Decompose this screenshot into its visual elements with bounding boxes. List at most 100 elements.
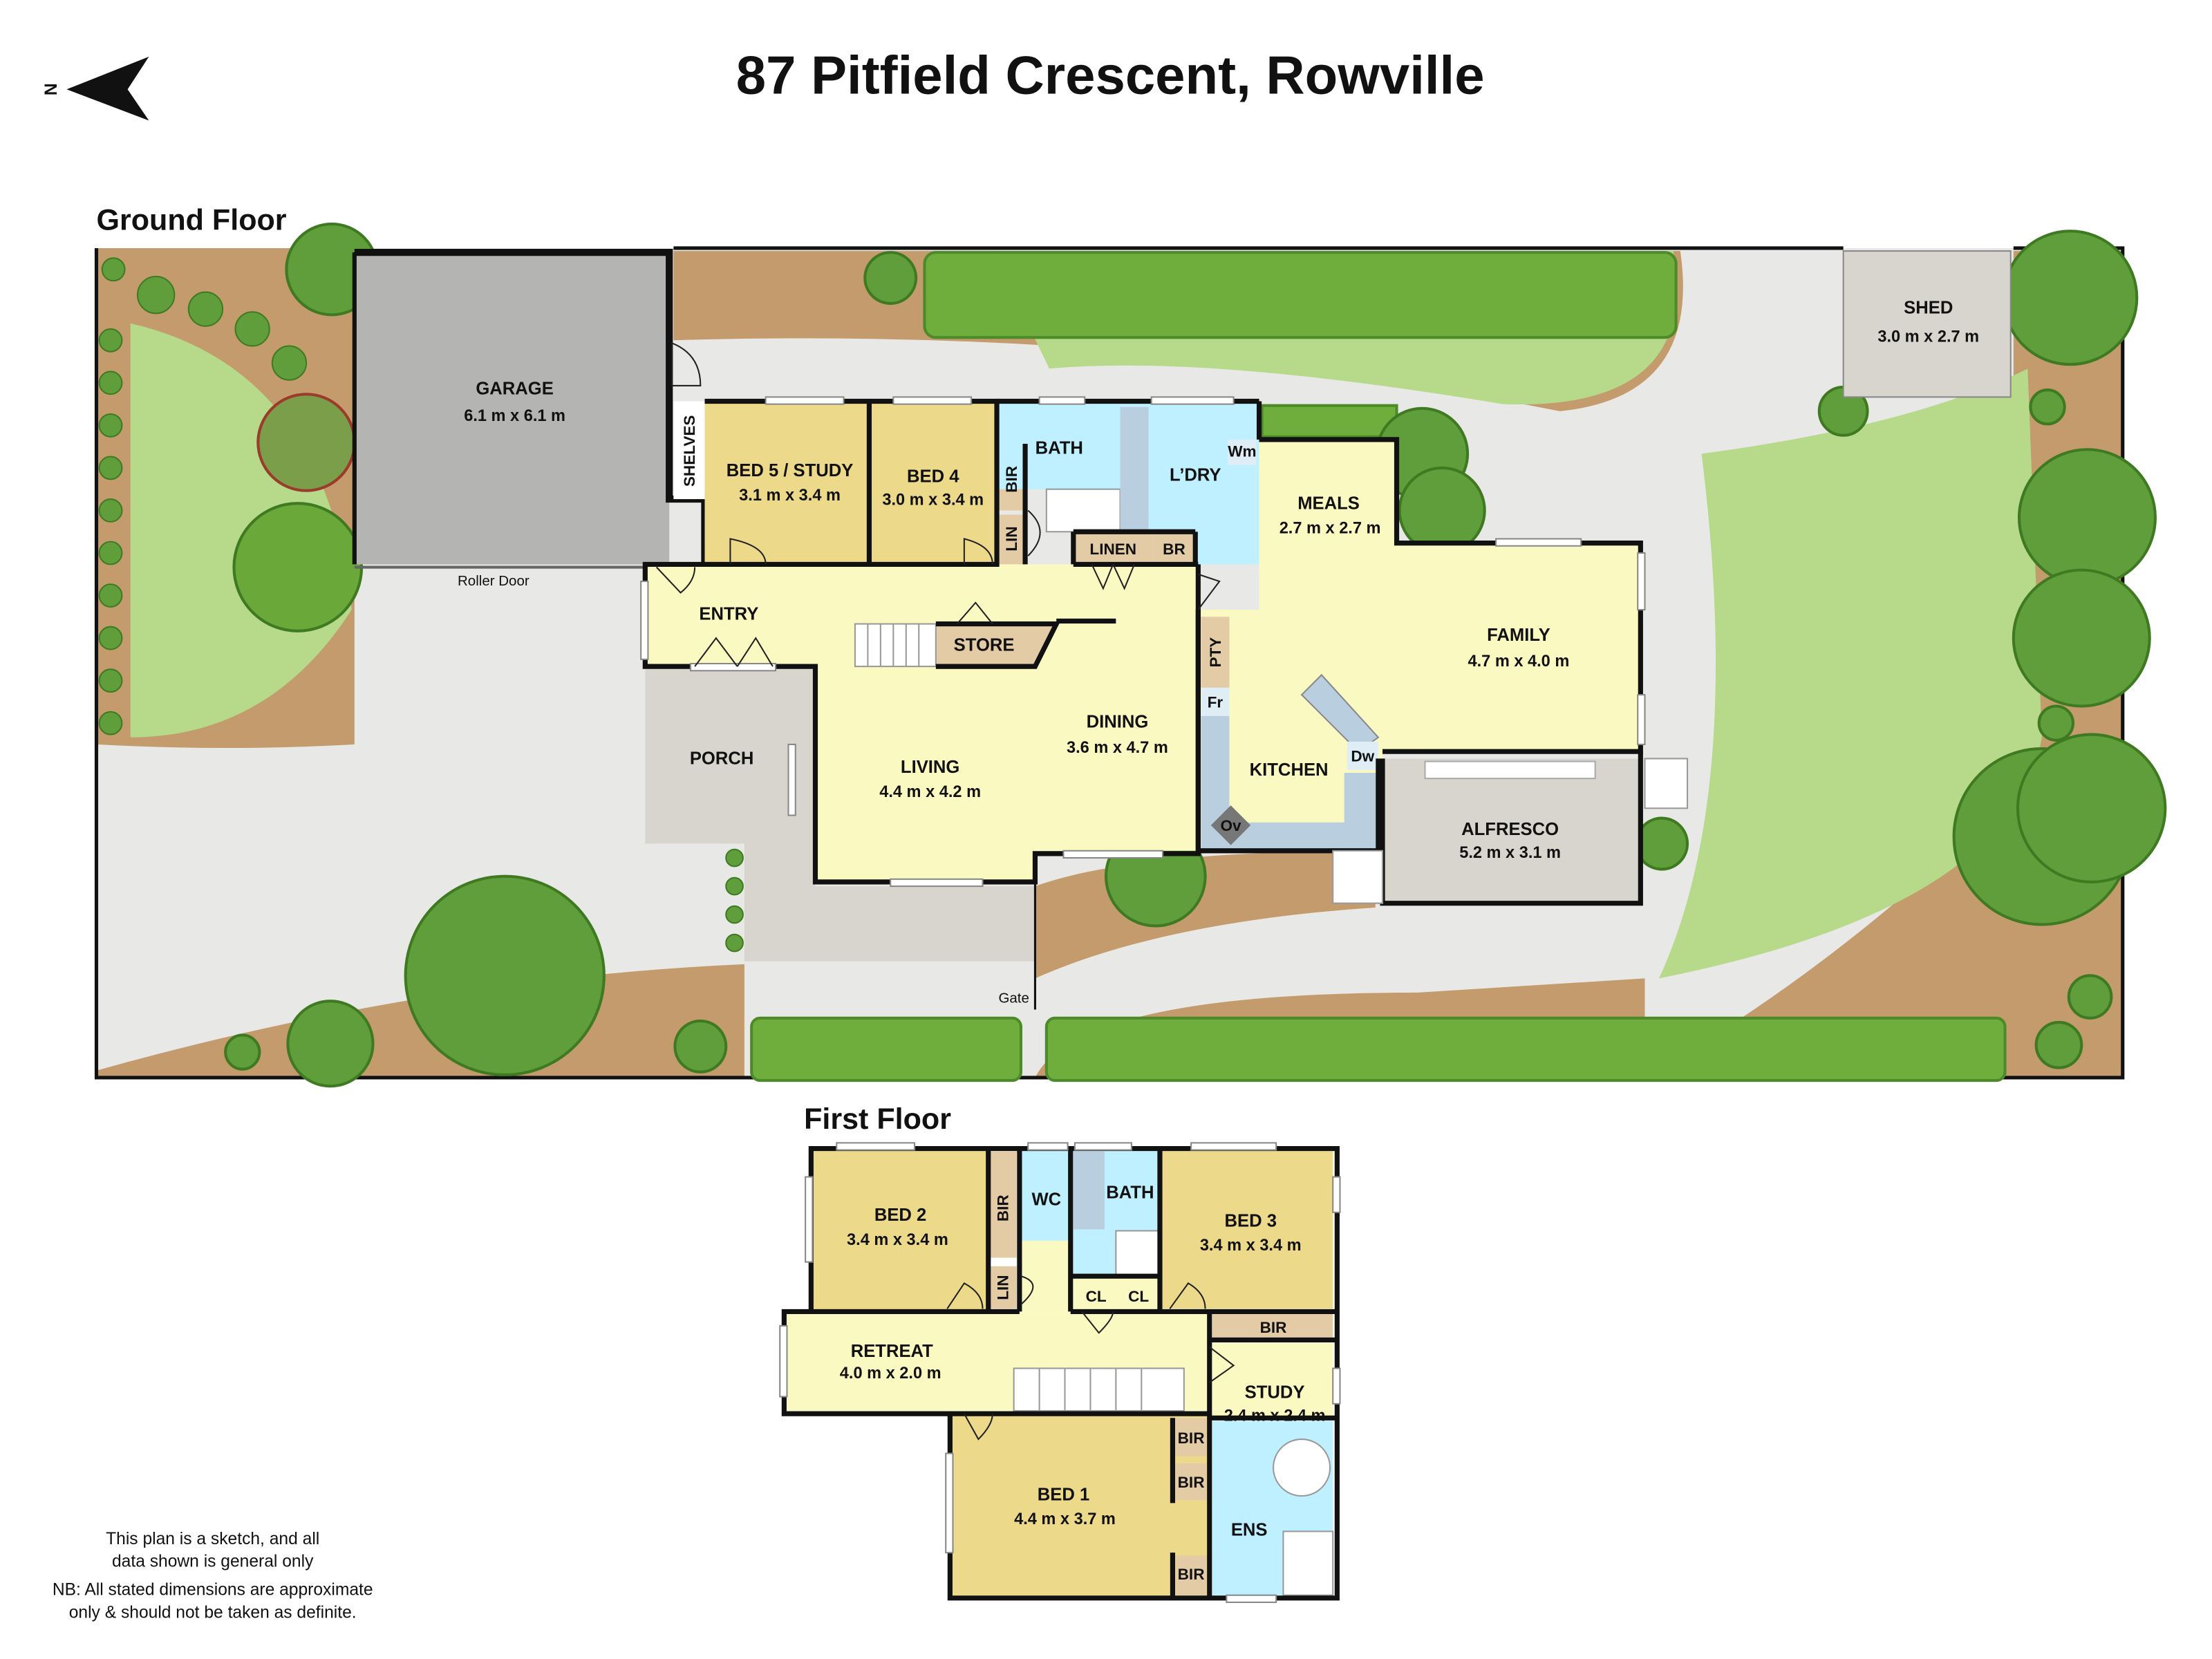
north-arrow-icon xyxy=(66,57,149,121)
room-label-bed2: BED 2 xyxy=(874,1206,926,1225)
ground-floor-labels: GARAGE 6.1 m x 6.1 m SHELVES BED 5 / STU… xyxy=(458,298,1979,1006)
bed3-room xyxy=(1159,1148,1333,1309)
room-label-pantry: PTY xyxy=(1207,637,1224,668)
shed xyxy=(1842,250,2012,398)
kitchen-bench xyxy=(1201,715,1378,851)
room-label-cl: CL xyxy=(1086,1288,1107,1305)
hedge-top xyxy=(923,251,1678,339)
shelves xyxy=(673,401,705,500)
porch xyxy=(645,669,816,844)
room-dims-dining: 3.6 m x 4.7 m xyxy=(1067,738,1168,756)
bed1-room xyxy=(950,1415,1210,1598)
room-dims-meals: 2.7 m x 2.7 m xyxy=(1280,518,1381,536)
room-label-ensuite: ENS xyxy=(1231,1521,1268,1540)
disclaimer-line: NB: All stated dimensions are approximat… xyxy=(53,1581,373,1600)
linen-closet xyxy=(997,514,1026,565)
room-label-retreat: RETREAT xyxy=(851,1342,933,1361)
room-label-alfresco: ALFRESCO xyxy=(1461,820,1559,839)
label-dishwasher: Dw xyxy=(1351,748,1374,765)
ground-floor-label: Ground Floor xyxy=(96,203,286,236)
alfresco xyxy=(1382,758,1641,903)
first-floor-labels: BED 2 3.4 m x 3.4 m BIR LIN WC BATH CL C… xyxy=(840,1183,1326,1583)
lawn-left xyxy=(130,323,352,738)
room-label-store: STORE xyxy=(954,636,1015,655)
label-fridge: Fr xyxy=(1208,694,1224,711)
hedge-bottom-left xyxy=(750,1016,1022,1082)
room-dims-bed2: 3.4 m x 3.4 m xyxy=(847,1230,948,1248)
fridge-space xyxy=(1201,687,1230,716)
room-label-bed4: BED 4 xyxy=(907,467,959,486)
entry-living-dining-area xyxy=(645,564,1199,882)
room-dims-living: 4.4 m x 4.2 m xyxy=(879,782,981,800)
room-label-bir: BIR xyxy=(1178,1566,1205,1583)
room-dims-bed1: 4.4 m x 3.7 m xyxy=(1014,1510,1116,1528)
room-label-wc: WC xyxy=(1031,1190,1061,1210)
room-label-kitchen: KITCHEN xyxy=(1250,760,1329,780)
label-washing-machine: Wm xyxy=(1228,443,1256,460)
hedge-bottom-right xyxy=(1044,1016,2007,1082)
washing-machine xyxy=(1228,439,1257,465)
room-dims-bed4: 3.0 m x 3.4 m xyxy=(882,490,984,508)
broom-cupboard xyxy=(1152,532,1196,565)
disclaimer-line: This plan is a sketch, and all xyxy=(106,1530,319,1548)
room-label-dining: DINING xyxy=(1087,712,1149,731)
bath-room xyxy=(997,401,1121,489)
room-dims-family: 4.7 m x 4.0 m xyxy=(1468,652,1570,670)
room-label-lin: LIN xyxy=(1003,526,1020,551)
roller-door-label: Roller Door xyxy=(458,573,529,589)
room-label-bed3: BED 3 xyxy=(1224,1211,1276,1230)
room-label-cl: CL xyxy=(1128,1288,1149,1305)
room-label-shelves: SHELVES xyxy=(681,415,698,487)
room-label-study: STUDY xyxy=(1245,1383,1305,1403)
site xyxy=(94,223,2167,1088)
room-dims-retreat: 4.0 m x 2.0 m xyxy=(840,1364,941,1382)
room-dims-bed3: 3.4 m x 3.4 m xyxy=(1200,1236,1302,1254)
room-dims-garage: 6.1 m x 6.1 m xyxy=(464,406,565,424)
garage-room xyxy=(354,252,670,565)
room-label-meals: MEALS xyxy=(1297,494,1360,513)
bed2-room xyxy=(811,1148,988,1312)
room-label-porch: PORCH xyxy=(690,749,754,769)
lawn-right xyxy=(1659,368,2042,979)
room-label-family: FAMILY xyxy=(1487,626,1550,645)
room-label-bir: BIR xyxy=(1260,1319,1287,1336)
room-dims-shed: 3.0 m x 2.7 m xyxy=(1877,327,1979,345)
wc-room xyxy=(1020,1148,1071,1241)
room-label-bed1: BED 1 xyxy=(1038,1485,1089,1504)
ground-floor-plan xyxy=(352,248,2012,1010)
disclaimer-line: only & should not be taken as definite. xyxy=(69,1604,357,1622)
pantry xyxy=(1201,617,1230,688)
room-label-linen: LINEN xyxy=(1089,541,1136,558)
study-room xyxy=(1212,1342,1333,1418)
first-floor-label: First Floor xyxy=(804,1103,951,1136)
room-label-shed: SHED xyxy=(1904,298,1953,317)
plan-title: 87 Pitfield Crescent, Rowville xyxy=(736,44,1485,105)
room-label-bath: BATH xyxy=(1035,438,1083,458)
room-label-laundry: L’DRY xyxy=(1170,465,1221,485)
room-label-bath: BATH xyxy=(1106,1183,1154,1202)
room-label-entry: ENTRY xyxy=(699,604,758,624)
disclaimer-line: data shown is general only xyxy=(112,1553,314,1571)
gate-label: Gate xyxy=(998,990,1029,1006)
linen-cupboard xyxy=(1073,532,1153,565)
oven xyxy=(1210,805,1251,845)
store-room xyxy=(935,624,1057,667)
room-label-bir: BIR xyxy=(1178,1474,1205,1491)
room-dims-bed5: 3.1 m x 3.4 m xyxy=(739,486,841,504)
room-label-living: LIVING xyxy=(901,758,959,777)
room-label-bir: BIR xyxy=(994,1194,1011,1221)
kitchen-island xyxy=(1300,673,1380,753)
room-label-garage: GARAGE xyxy=(476,379,553,398)
compass-label: N xyxy=(42,83,61,95)
room-dims-study: 2.4 m x 2.4 m xyxy=(1224,1406,1326,1424)
disclaimer: This plan is a sketch, and all data show… xyxy=(53,1530,373,1622)
room-label-bir: BIR xyxy=(1003,466,1020,493)
meals-family-area xyxy=(1198,439,1641,851)
label-oven: Ov xyxy=(1220,817,1241,834)
room-label-br: BR xyxy=(1163,541,1185,558)
bed5-room xyxy=(704,401,870,565)
room-label-lin: LIN xyxy=(994,1275,1011,1300)
room-dims-alfresco: 5.2 m x 3.1 m xyxy=(1459,843,1561,861)
stairs xyxy=(1013,1367,1185,1412)
